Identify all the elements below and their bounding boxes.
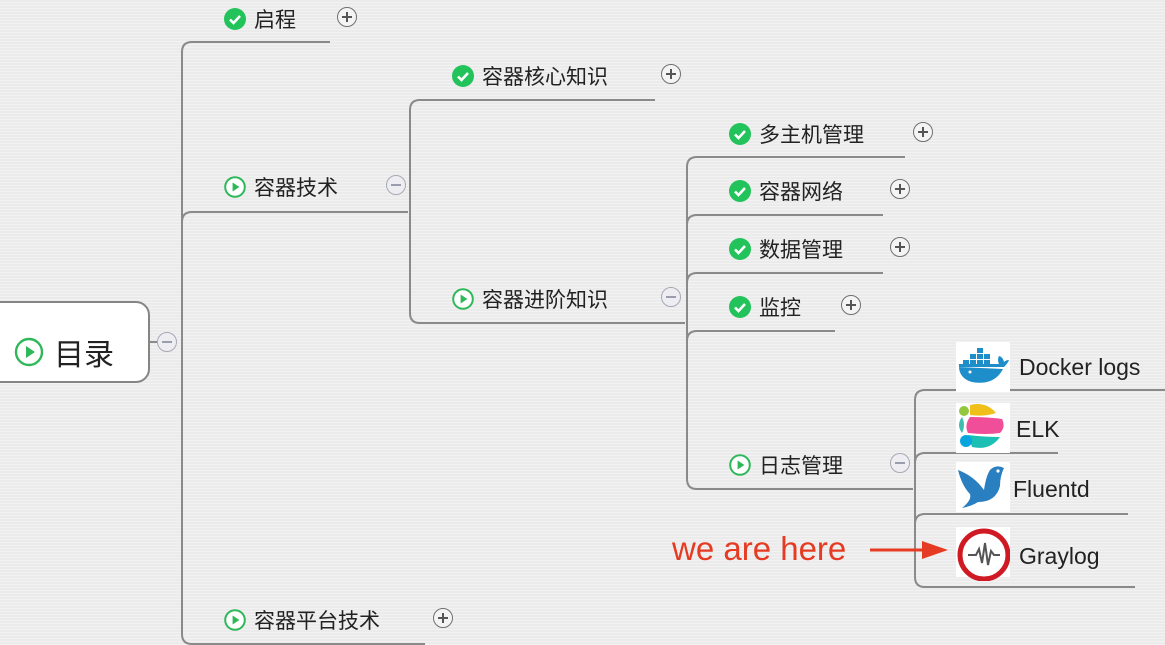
node-label: 容器平台技术: [254, 609, 380, 633]
node-label: 容器技术: [254, 176, 338, 200]
node-duozhuji[interactable]: 多主机管理: [729, 119, 864, 149]
node-qicheng[interactable]: 启程: [224, 4, 296, 34]
node-label: 多主机管理: [759, 123, 864, 147]
collapse-jinjie-zhishi-button[interactable]: [661, 287, 681, 307]
node-rongqi-jishu[interactable]: 容器技术: [224, 172, 338, 202]
node-label: 日志管理: [759, 454, 843, 478]
check-icon: [729, 296, 751, 318]
graylog-label: Graylog: [1019, 543, 1100, 569]
node-pingtai[interactable]: 容器平台技术: [224, 605, 380, 635]
elk-label: ELK: [1016, 416, 1060, 442]
expand-wangluo-button[interactable]: [890, 179, 910, 199]
play-icon: [224, 609, 246, 631]
expand-duozhuji-button[interactable]: [913, 122, 933, 142]
expand-hexin-zhishi-button[interactable]: [661, 64, 681, 84]
play-icon: [224, 176, 246, 198]
node-wangluo[interactable]: 容器网络: [729, 176, 843, 206]
check-icon: [224, 8, 246, 30]
expand-jiankong-button[interactable]: [841, 295, 861, 315]
node-shuju[interactable]: 数据管理: [729, 234, 843, 264]
fluentd-logo-icon: [956, 462, 1010, 512]
check-icon: [729, 123, 751, 145]
check-icon: [729, 238, 751, 260]
expand-shuju-button[interactable]: [890, 237, 910, 257]
node-label: 监控: [759, 296, 801, 320]
play-icon: [729, 454, 751, 476]
docker-logo-icon: [956, 342, 1010, 392]
play-icon: [452, 288, 474, 310]
graylog-logo-icon: [956, 527, 1010, 581]
play-icon: [14, 337, 44, 367]
node-label: 容器网络: [759, 180, 843, 204]
node-label: 容器核心知识: [482, 65, 608, 89]
node-label: 容器进阶知识: [482, 288, 608, 312]
node-hexin-zhishi[interactable]: 容器核心知识: [452, 61, 608, 91]
expand-pingtai-button[interactable]: [433, 608, 453, 628]
root-node[interactable]: 目录: [14, 330, 114, 374]
node-jiankong[interactable]: 监控: [729, 292, 801, 322]
node-jinjie-zhishi[interactable]: 容器进阶知识: [452, 284, 608, 314]
fluentd-label: Fluentd: [1013, 476, 1090, 502]
docker-logs-label: Docker logs: [1019, 354, 1141, 380]
node-rizhi[interactable]: 日志管理: [729, 450, 843, 480]
annotation-arrow-icon: [870, 541, 948, 559]
node-label: 启程: [254, 8, 296, 32]
expand-qicheng-button[interactable]: [337, 7, 357, 27]
collapse-root-button[interactable]: [157, 332, 177, 352]
elk-logo-icon: [956, 403, 1010, 453]
node-label: 数据管理: [759, 238, 843, 262]
check-icon: [729, 180, 751, 202]
collapse-rongqi-jishu-button[interactable]: [386, 175, 406, 195]
collapse-rizhi-button[interactable]: [890, 453, 910, 473]
root-label: 目录: [54, 338, 114, 373]
annotation-text: we are here: [672, 530, 847, 567]
check-icon: [452, 65, 474, 87]
